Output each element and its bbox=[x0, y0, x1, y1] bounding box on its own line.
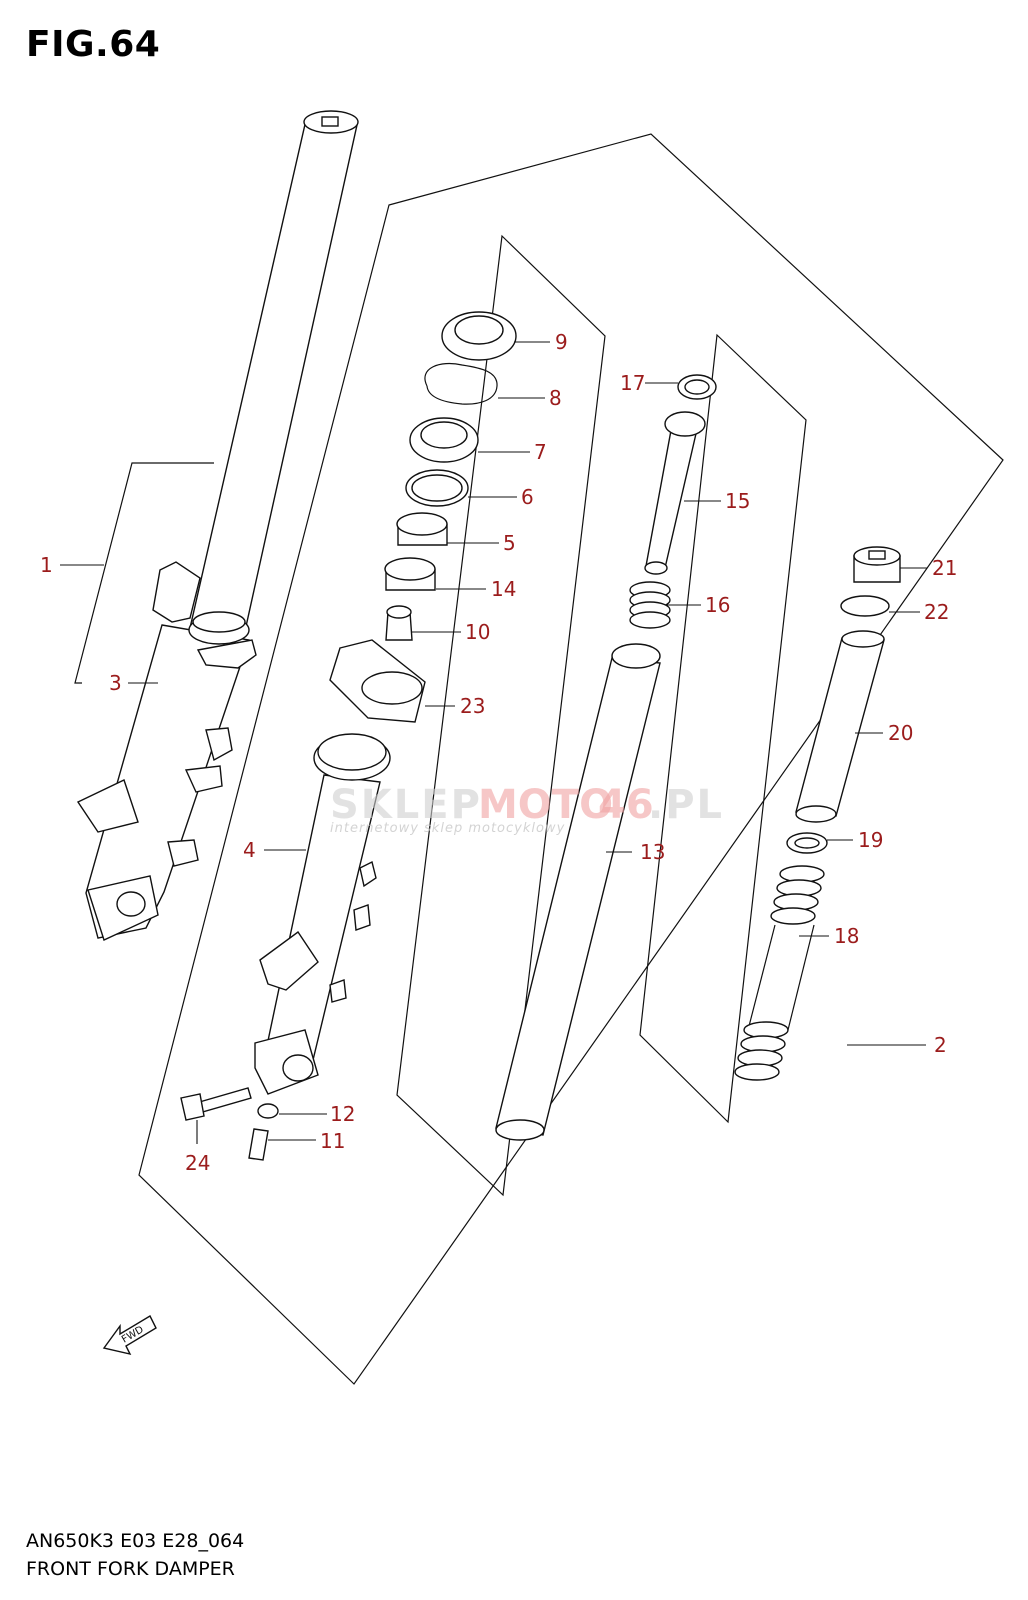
callout-7: 7 bbox=[534, 440, 547, 464]
retaining-ring-part-8 bbox=[424, 362, 498, 405]
callout-22: 22 bbox=[924, 600, 949, 624]
bolt-part-11 bbox=[248, 1128, 269, 1161]
assembly-outline-2 bbox=[138, 133, 1004, 1385]
outer-tube-part-3 bbox=[76, 561, 257, 941]
callout-3: 3 bbox=[109, 671, 122, 695]
callout-18: 18 bbox=[834, 924, 859, 948]
cap-bolt-part-21 bbox=[853, 546, 901, 583]
callout-1: 1 bbox=[40, 553, 53, 577]
ring-part-17 bbox=[677, 374, 717, 400]
spacer-part-20 bbox=[795, 630, 885, 823]
rebound-spring-part-16 bbox=[629, 581, 671, 629]
dust-seal-part-9 bbox=[441, 311, 517, 361]
figure-description: FRONT FORK DAMPER bbox=[26, 1558, 235, 1580]
callout-9: 9 bbox=[555, 330, 568, 354]
damper-group-outline bbox=[396, 234, 606, 1197]
watermark-brand-d: .PL bbox=[648, 782, 724, 828]
bushing-part-14 bbox=[384, 557, 436, 591]
watermark-tagline: internetowy sklep motocyklowy bbox=[330, 821, 565, 836]
watermark-brand-a: SKLEP bbox=[330, 782, 482, 828]
callout-15: 15 bbox=[725, 489, 750, 513]
callout-14: 14 bbox=[491, 577, 516, 601]
callout-6: 6 bbox=[521, 485, 534, 509]
callout-17: 17 bbox=[620, 371, 645, 395]
callout-8: 8 bbox=[549, 386, 562, 410]
watermark: SKLEP MOTO 46 .PL internetowy sklep moto… bbox=[330, 782, 724, 836]
bolt-part-24 bbox=[180, 1087, 252, 1121]
oil-lock-piece-part-10 bbox=[385, 605, 413, 641]
callout-2: 2 bbox=[934, 1033, 947, 1057]
watermark-brand-b: MOTO bbox=[478, 782, 613, 828]
washer-part-6 bbox=[405, 469, 469, 507]
callout-19: 19 bbox=[858, 828, 883, 852]
callout-10: 10 bbox=[465, 620, 490, 644]
callout-16: 16 bbox=[705, 593, 730, 617]
model-code: AN650K3 E03 E28_064 bbox=[26, 1530, 245, 1552]
watermark-brand-c: 46 bbox=[598, 782, 654, 828]
callout-24: 24 bbox=[185, 1151, 210, 1175]
callout-20: 20 bbox=[888, 721, 913, 745]
oil-seal-part-7 bbox=[409, 417, 479, 463]
figure-title: FIG.64 bbox=[26, 24, 161, 65]
fork-spring-part-18 bbox=[734, 865, 825, 1081]
inner-cylinder-part-13 bbox=[495, 643, 661, 1141]
callout-12: 12 bbox=[330, 1102, 355, 1126]
callout-13: 13 bbox=[640, 840, 665, 864]
callout-23: 23 bbox=[460, 694, 485, 718]
damper-rod-part-15 bbox=[644, 411, 706, 575]
callout-21: 21 bbox=[932, 556, 957, 580]
o-ring-part-22 bbox=[840, 595, 890, 617]
bushing-part-5 bbox=[396, 512, 448, 546]
callout-5: 5 bbox=[503, 531, 516, 555]
fwd-arrow-icon: FWD bbox=[102, 1315, 157, 1356]
gasket-part-12 bbox=[257, 1103, 279, 1119]
cover-part-23 bbox=[329, 639, 426, 723]
bracket-1-3 bbox=[74, 462, 214, 684]
washer-part-19 bbox=[786, 832, 828, 854]
inner-tube-part-1 bbox=[189, 110, 359, 641]
callout-11: 11 bbox=[320, 1129, 345, 1153]
spring-group-outline bbox=[639, 333, 807, 1124]
outer-tube-part-4 bbox=[254, 733, 391, 1095]
callout-4: 4 bbox=[243, 838, 256, 862]
